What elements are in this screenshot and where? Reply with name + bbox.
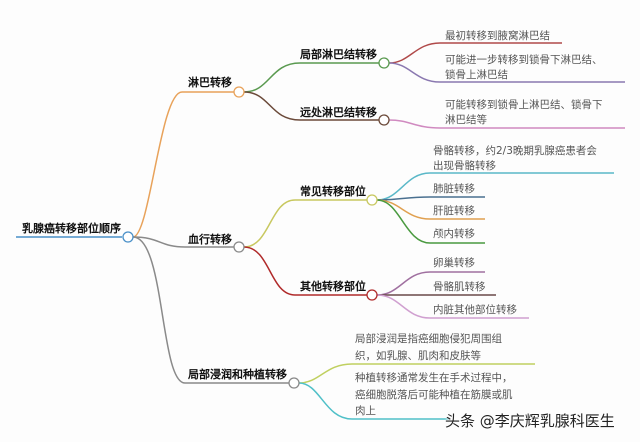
lymph-node-circle[interactable]	[233, 86, 245, 98]
edge-common-bone	[376, 172, 614, 201]
edge-local-invasion	[298, 363, 535, 384]
leaf-distant-line2: 淋巴结等	[445, 114, 487, 126]
edge-common-brain	[376, 199, 485, 244]
lymph-node[interactable]: 淋巴转移	[188, 76, 232, 89]
edge-root-blood	[132, 236, 234, 248]
leaf-muscle: 骨骼肌转移	[433, 281, 486, 293]
regional-node-circle[interactable]	[378, 57, 390, 69]
leaf-implant-line3: 肉上	[355, 405, 376, 417]
leaf-subclavian-line2: 锁骨上淋巴结	[445, 69, 508, 81]
edge-regional-leaf2	[388, 62, 625, 83]
edge-common-lung	[376, 196, 485, 201]
leaf-bone-line2: 出现骨骼转移	[433, 160, 496, 172]
leaf-implant-line1: 种植转移通常发生在手术过程中，	[355, 372, 513, 384]
edge-other-visceral	[376, 294, 529, 319]
edge-root-local	[132, 236, 289, 384]
blood-node-circle[interactable]	[233, 241, 245, 253]
leaf-ovary: 卵巢转移	[433, 257, 475, 269]
other-sites-node[interactable]: 其他转移部位	[300, 280, 366, 293]
edge-blood-common	[243, 199, 367, 248]
leaf-lung: 肺脏转移	[433, 183, 475, 195]
leaf-brain: 颅内转移	[433, 228, 475, 240]
distant-node-circle[interactable]	[378, 114, 390, 126]
leaf-bone-line1: 骨骼转移，约2/3晚期乳腺癌患者会	[433, 145, 597, 157]
other-node-circle[interactable]	[366, 289, 378, 301]
distant-lymph-node[interactable]: 远处淋巴结转移	[300, 106, 377, 119]
blood-node[interactable]: 血行转移	[188, 233, 232, 246]
leaf-axillary: 最初转移到腋窝淋巴结	[445, 30, 550, 42]
regional-lymph-node[interactable]: 局部淋巴结转移	[300, 48, 377, 61]
edge-distant-leaf	[388, 119, 625, 129]
edge-lymph-distant	[243, 91, 379, 121]
local-node-circle[interactable]	[288, 377, 300, 389]
local-node[interactable]: 局部浸润和种植转移	[188, 368, 287, 381]
edge-common-liver	[376, 199, 485, 220]
root-node[interactable]: 乳腺癌转移部位顺序	[22, 222, 121, 235]
leaf-implant-line2: 癌细胞脱落后可能种植在筋膜或肌	[355, 389, 513, 401]
leaf-liver: 肝脏转移	[433, 205, 475, 217]
leaf-visceral: 内脏其他部位转移	[433, 304, 517, 316]
root-node-circle[interactable]	[122, 231, 134, 243]
edge-regional-leaf1	[388, 42, 562, 64]
leaf-invasion-line2: 织，如乳腺、肌肉和皮肤等	[355, 350, 481, 362]
edge-local-implant	[298, 382, 449, 420]
edge-other-ovary	[376, 271, 485, 296]
edge-lymph-regional	[243, 62, 379, 93]
edge-blood-other	[243, 246, 367, 296]
leaf-distant-line1: 可能转移到锁骨上淋巴结、锁骨下	[445, 99, 603, 111]
edge-root-lymph	[132, 91, 234, 238]
watermark: 头条 @李庆辉乳腺科医生	[445, 412, 615, 430]
leaf-subclavian-line1: 可能进一步转移到锁骨下淋巴结、	[445, 54, 603, 66]
leaf-invasion-line1: 局部浸润是指癌细胞侵犯周围组	[355, 333, 502, 345]
common-node-circle[interactable]	[366, 194, 378, 206]
common-sites-node[interactable]: 常见转移部位	[300, 185, 366, 198]
